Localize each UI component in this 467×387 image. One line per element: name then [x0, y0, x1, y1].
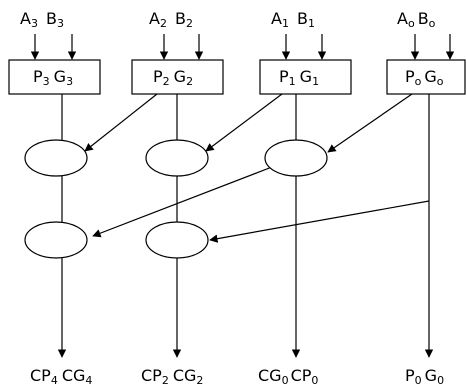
wire-col0-to-node2b: [209, 200, 430, 243]
input-arrows: [30, 34, 455, 60]
pg-box-0: [386, 59, 466, 95]
node-row2-col3: [24, 221, 88, 259]
node-row1-col1: [264, 139, 328, 177]
node-row1-col3: [24, 139, 88, 177]
diagonal-wires: [84, 93, 430, 243]
node-row2-col2: [145, 221, 209, 259]
vertical-wires: [57, 94, 434, 358]
pg-box-2: [131, 59, 224, 95]
node-row1-col2: [145, 139, 209, 177]
wire-box0-to-node1a: [327, 93, 413, 153]
combine-nodes: [24, 139, 328, 259]
wire-node1a-to-node3b: [92, 166, 273, 238]
wire-box2-to-node3a: [84, 93, 158, 152]
wire-box1-to-node2a: [205, 93, 283, 152]
pg-box-3: [8, 59, 101, 95]
pg-box-1: [259, 59, 352, 95]
